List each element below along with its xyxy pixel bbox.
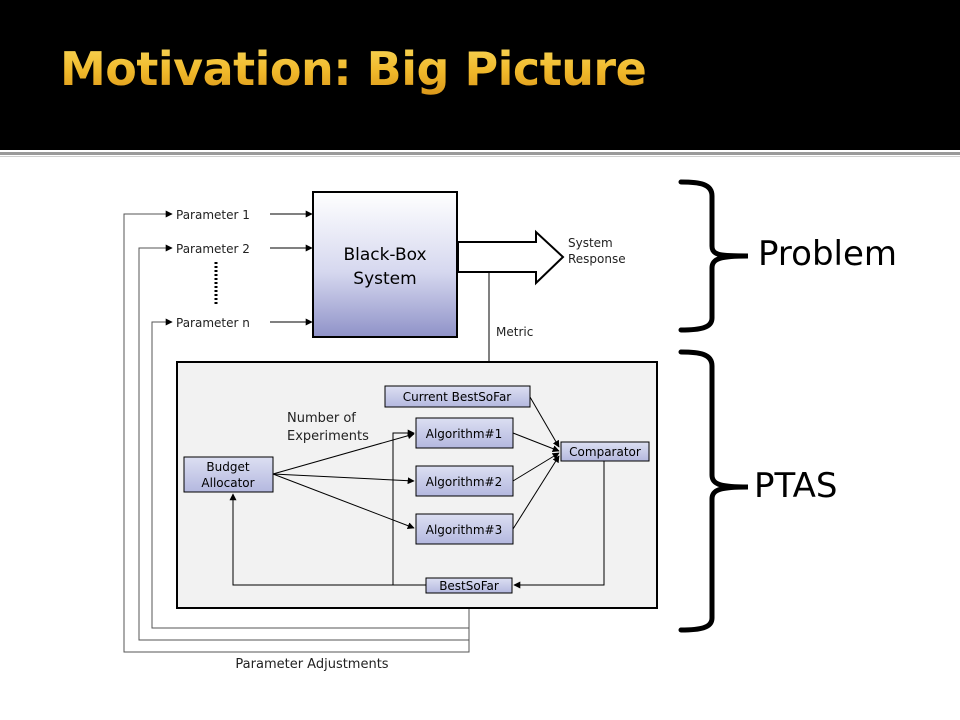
parameter-arrows <box>270 210 313 326</box>
system-response-label-line1: System <box>568 236 613 250</box>
system-response-label-line2: Response <box>568 252 626 266</box>
metric-label: Metric <box>496 325 533 339</box>
slide-title: Motivation: Big Picture <box>60 42 647 96</box>
budget-allocator-box <box>183 456 274 493</box>
black-box-system <box>312 191 458 338</box>
title-divider-thin <box>0 156 960 157</box>
current-best-label: Current BestSoFar <box>403 390 512 404</box>
algorithm-1-label: Algorithm#1 <box>426 427 502 441</box>
current-best-box <box>384 385 531 408</box>
problem-brace <box>678 179 749 333</box>
budget-allocator-label-line2: Allocator <box>201 476 254 490</box>
ptas-label: PTAS <box>754 466 838 506</box>
algorithm-2-box <box>415 465 514 497</box>
algorithm-3-label: Algorithm#3 <box>426 523 502 537</box>
system-response-arrow <box>457 229 565 286</box>
black-box-label-line1: Black-Box <box>343 245 426 265</box>
allocation-arrows <box>272 432 415 530</box>
algorithm-3-box <box>415 513 514 545</box>
parameter-adjustments-label: Parameter Adjustments <box>235 657 388 672</box>
experiments-label-line2: Experiments <box>287 429 369 444</box>
black-box-label-line2: System <box>353 269 416 289</box>
algorithm-2-label: Algorithm#2 <box>426 475 502 489</box>
best-to-algorithm-arrow <box>392 429 415 586</box>
budget-allocator-label-line1: Budget <box>206 460 249 474</box>
parameter-n-label: Parameter n <box>176 316 250 330</box>
experiments-label-line1: Number of <box>287 411 356 426</box>
problem-label: Problem <box>758 234 898 274</box>
ptas-brace <box>678 349 749 633</box>
feedback-lines <box>123 210 470 653</box>
best-so-far-label: BestSoFar <box>439 579 499 593</box>
title-bar: Motivation: Big Picture <box>0 0 960 150</box>
parameter-1-label: Parameter 1 <box>176 208 250 222</box>
comparator-to-best-arrow <box>513 461 605 589</box>
title-divider <box>0 152 960 155</box>
comparator-input-arrows <box>512 396 560 530</box>
best-to-allocator-arrow <box>229 493 426 586</box>
parameter-2-label: Parameter 2 <box>176 242 250 256</box>
comparator-label: Comparator <box>569 445 641 459</box>
comparator-box <box>560 441 650 462</box>
algorithm-1-box <box>415 417 514 449</box>
